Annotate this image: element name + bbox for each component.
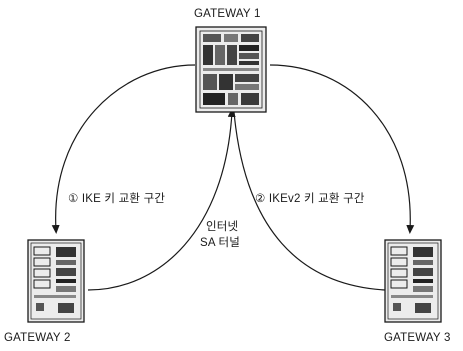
gateway-3-label: GATEWAY 3	[384, 332, 451, 344]
gateway-1-server-icon	[196, 27, 266, 112]
tunnel-label-line2: SA 터널	[200, 234, 240, 250]
gateway-2-label: GATEWAY 2	[4, 332, 71, 344]
ikev2-exchange-label: ② IKEv2 키 교환 구간	[255, 190, 365, 206]
tunnel-label-line1: 인터넷	[206, 218, 238, 234]
gateway-3-server-icon	[385, 240, 441, 322]
gateway-1-label: GATEWAY 1	[194, 8, 261, 20]
gateway-2-server-icon	[28, 240, 84, 322]
ike-exchange-label: ① IKE 키 교환 구간	[68, 190, 165, 206]
